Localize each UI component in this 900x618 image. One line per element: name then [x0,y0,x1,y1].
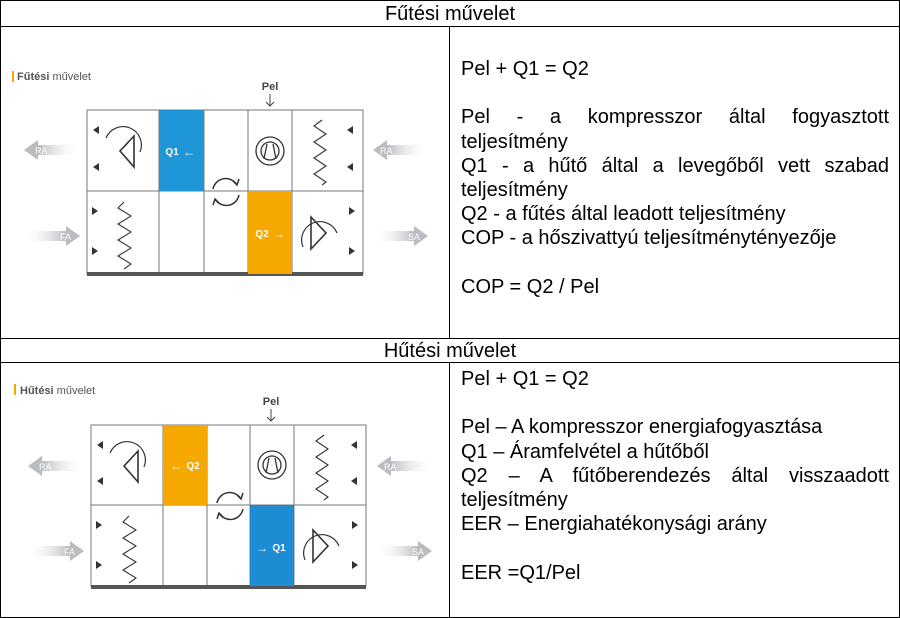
ra-left-label: RA [39,462,52,472]
definition-item: Q2 - a fűtés által leadott teljesítmény [461,203,786,226]
pel-arrow-icon [265,94,275,107]
coil-bottom-left-icon [116,201,133,270]
coil-bottom-left-icon [121,515,138,584]
definition-item: EER – Energiahatékonysági arány [461,513,767,536]
ra-left-arrow-icon [28,456,84,476]
supply-fan-icon [301,214,338,252]
heating-diagram-panel: Fűtési művelet Pel RA FA RA [0,27,448,338]
eer-formula: EER =Q1/Pel [461,561,581,584]
pel-label: Pel [263,396,280,408]
pel-arrow-icon [266,409,276,422]
sa-arrow-icon [376,541,432,561]
section-header-heating: Fűtési művelet [384,3,516,25]
fa-label: FA [64,547,75,557]
definition-item: COP - a hőszivattyú teljesítménytényezőj… [461,227,837,250]
table-border-left [0,0,1,618]
column-divider [449,26,450,339]
hx-bottom-label: Q1 [272,543,286,554]
title-accent-bar [12,71,14,82]
heat-exchanger-bottom [250,505,294,586]
exhaust-fan-icon [105,126,142,170]
ra-right-arrow-icon [377,456,433,476]
sa-arrow-icon [372,226,428,246]
definition-item: Q1 - a hűtő által a levegőből vett szaba… [461,154,889,201]
supply-fan-icon [303,527,340,565]
cooling-formula: Pel + Q1 = Q2 [461,368,589,390]
table-border-top [0,0,900,1]
heat-exchanger-top [159,110,204,191]
heating-unit-diagram: Fűtési művelet Pel RA FA RA [12,71,429,276]
hx-bottom-label: Q2 [255,229,269,240]
coil-top-right-icon [313,119,327,186]
diagram-title: Fűtési művelet [17,71,91,83]
ra-right-arrow-icon [373,140,429,160]
heat-exchanger-top [163,425,207,505]
hx-bottom-arrow-icon: → [273,227,285,241]
hx-top-arrow-icon: ← [170,459,182,473]
definition-item: Pel - a kompresszor által fogyasztott te… [461,106,889,153]
cooling-diagram-panel: Hűtési művelet Pel RA FA RA [0,363,448,617]
ra-right-label: RA [384,462,397,472]
hx-bottom-arrow-icon: → [256,541,268,555]
unit-base [91,585,366,589]
cop-formula: COP = Q2 / Pel [461,275,600,298]
row-divider [0,338,900,339]
section-header-cooling: Hűtési művelet [383,340,517,362]
definition-item: Q2 – A fűtőberendezés által visszaadott … [461,464,889,511]
sa-label: SA [412,547,424,557]
heating-formula: Pel + Q1 = Q2 [461,58,589,80]
hx-top-arrow-icon: ← [183,145,195,159]
ra-left-arrow-icon [24,140,80,160]
diagram-title: Hűtési művelet [20,385,95,397]
definition-item: Q1 – Áramfelvétel a hűtőből [461,440,709,463]
hx-top-label: Q2 [186,461,200,472]
fa-arrow-icon [26,541,84,561]
heating-description: Pel + Q1 = Q2 Pel - a kompresszor által … [461,57,889,299]
reversing-valve-icon [216,491,244,521]
pel-label: Pel [262,81,279,93]
reversing-valve-icon [212,177,240,207]
ra-left-label: RA [35,146,48,156]
hx-top-label: Q1 [165,147,179,158]
definition-item: Pel – A kompresszor energiafogyasztása [461,416,823,439]
compressor-icon [257,450,287,480]
cooling-unit-diagram: Hűtési művelet Pel RA FA RA [14,384,433,589]
unit-base [87,272,363,276]
row-divider [0,362,900,363]
ra-right-label: RA [380,146,393,156]
column-divider [449,362,450,618]
unit-housing [86,109,364,275]
exhaust-fan-icon [109,441,146,485]
title-accent-bar [14,384,16,395]
compressor-icon [255,136,285,166]
flow-direction-triangles [92,126,355,255]
row-divider [0,26,900,27]
sa-label: SA [408,232,420,242]
flow-direction-triangles [96,441,358,569]
heat-exchanger-bottom [248,191,292,274]
cooling-description: Pel + Q1 = Q2 Pel – A kompresszor energi… [461,367,889,585]
coil-top-right-icon [315,434,329,501]
fa-label: FA [60,232,71,242]
fa-arrow-icon [22,226,80,246]
